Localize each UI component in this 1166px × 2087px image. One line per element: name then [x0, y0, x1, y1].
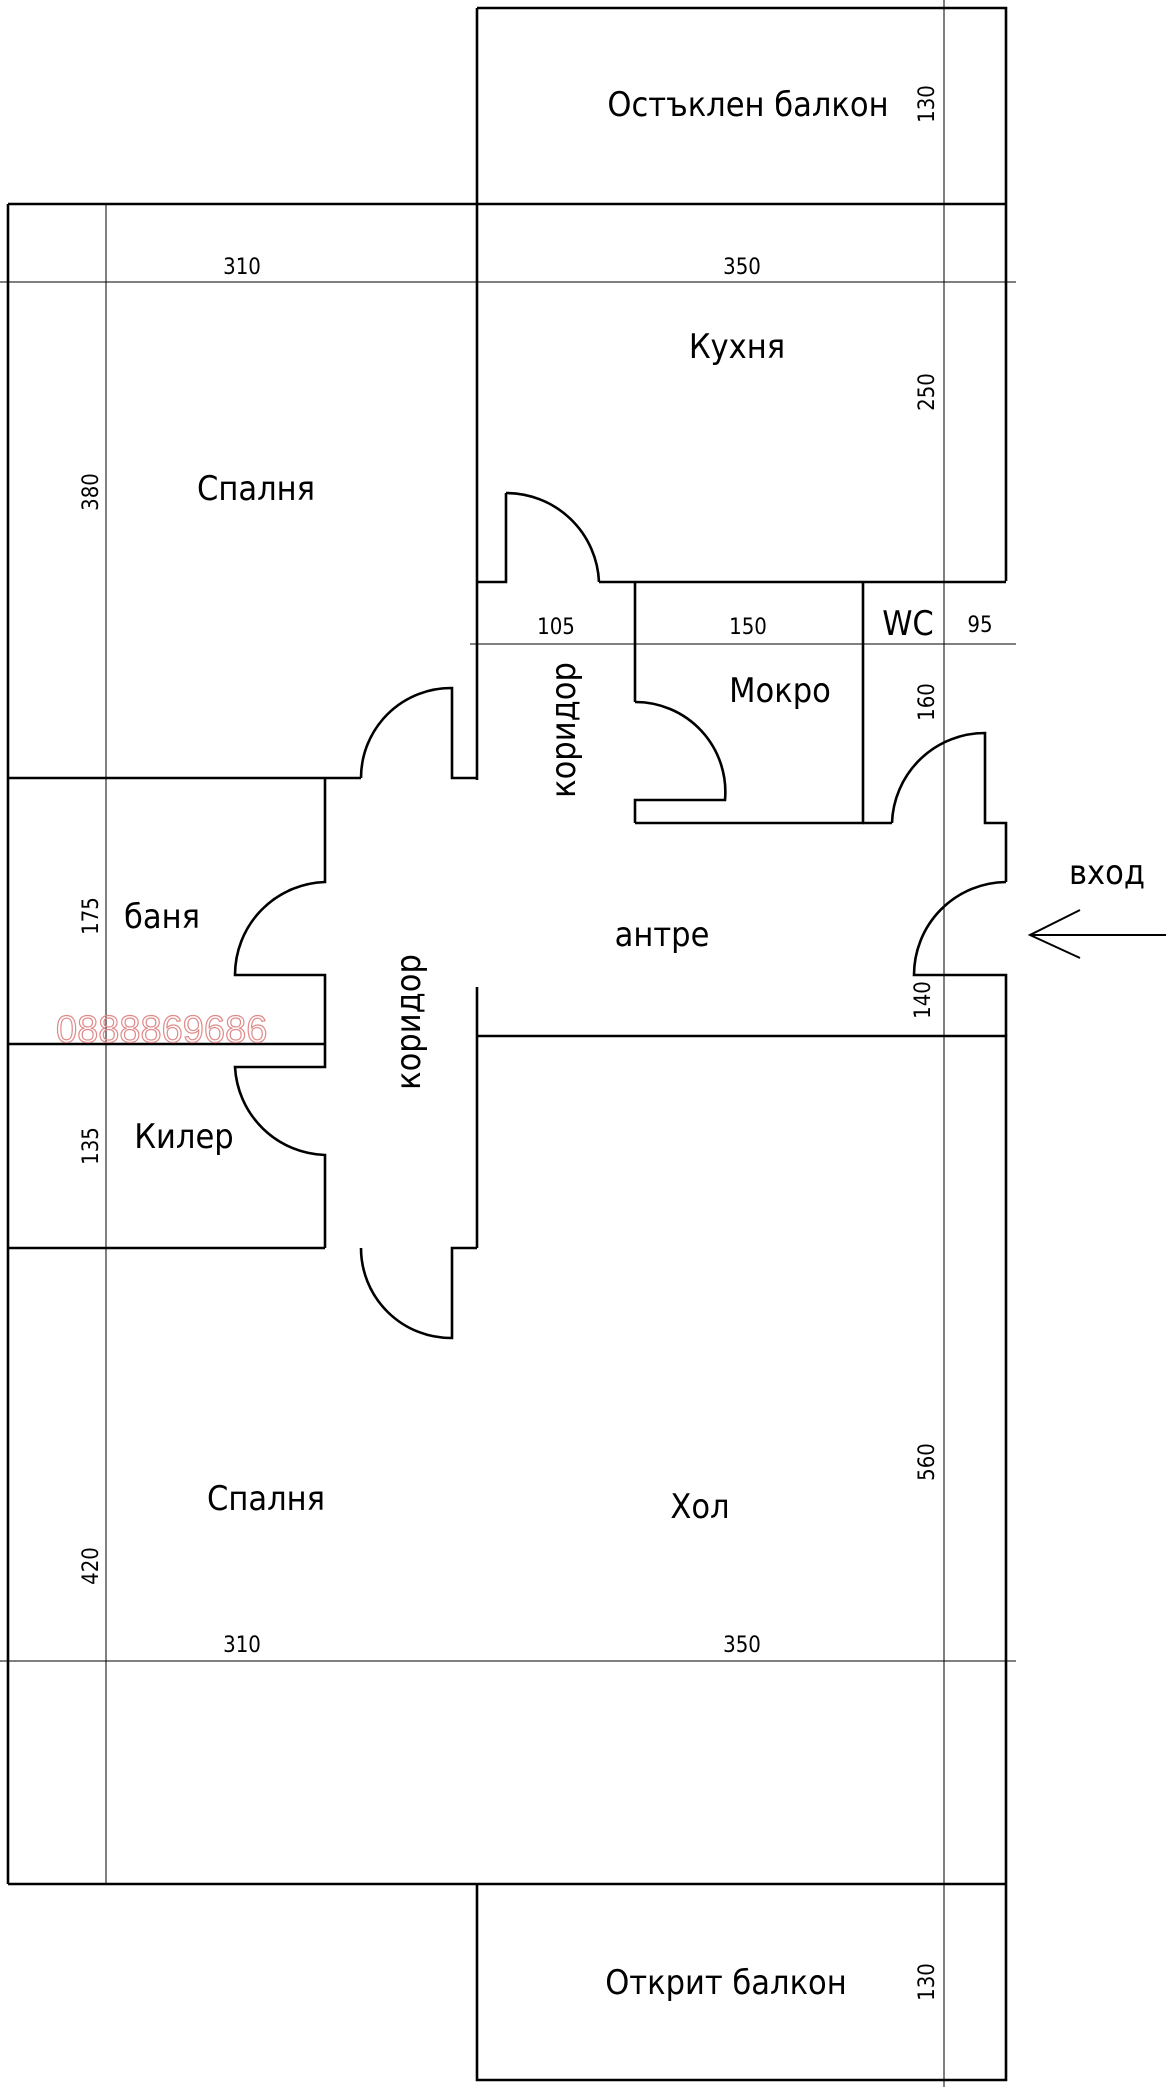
walls [6, 6, 1008, 2082]
dim-corridor-width: 105 [537, 615, 575, 640]
dim-top-left-width: 310 [223, 255, 261, 280]
dim-bottom-right-width: 350 [723, 1633, 761, 1658]
dim-bottom-left-width: 310 [223, 1633, 261, 1658]
label-open-balcony: Открит балкон [605, 1963, 847, 2003]
label-living-room: Хол [670, 1487, 729, 1527]
dim-bedroom-bottom-depth: 420 [79, 1547, 104, 1585]
dim-top-right-width: 350 [723, 255, 761, 280]
dim-wet-room-width: 150 [729, 615, 767, 640]
dim-wc-depth: 160 [915, 683, 940, 721]
label-wc: WC [882, 604, 934, 644]
label-kitchen: Кухня [689, 327, 785, 367]
label-entrance: вход [1069, 853, 1145, 893]
label-corridor-left: коридор [389, 954, 429, 1090]
label-entry-hall: антре [615, 915, 710, 955]
label-wet-room: Мокро [729, 671, 831, 711]
dim-kitchen-depth: 250 [915, 373, 940, 411]
dim-glazed-balcony-depth: 130 [915, 85, 940, 123]
label-corridor-top: коридор [544, 662, 584, 798]
label-storage: Килер [134, 1117, 233, 1157]
dim-entry-depth: 140 [911, 981, 936, 1019]
dim-open-balcony-depth: 130 [915, 1963, 940, 2001]
dim-wc-width: 95 [967, 613, 992, 638]
dim-storage-depth: 135 [79, 1127, 104, 1165]
label-bedroom-bottom: Спалня [207, 1479, 325, 1519]
dimension-lines [0, 0, 1016, 2087]
label-bathroom: баня [124, 897, 200, 937]
dim-living-depth: 560 [915, 1443, 940, 1481]
label-glazed-balcony: Остъклен балкон [607, 85, 888, 125]
dim-bedroom-top-depth: 380 [79, 473, 104, 511]
dim-bathroom-depth: 175 [79, 897, 104, 935]
label-bedroom-top: Спалня [197, 469, 315, 509]
entrance-arrow-icon [1027, 909, 1166, 959]
watermark-phone: 0888869686 [56, 1009, 267, 1051]
